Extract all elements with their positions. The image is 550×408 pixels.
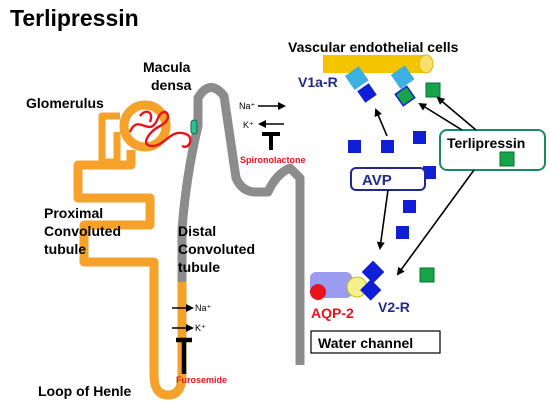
macula-densa-marker (190, 119, 198, 135)
na-ion-label-distal: Na⁺ (239, 101, 256, 111)
avp-to-v1a-arrow (374, 108, 388, 137)
glomerulus-capillaries-icon (128, 110, 192, 148)
proximal-label-2: Convoluted (44, 223, 121, 239)
terli-to-green-arrow (436, 96, 477, 131)
v2-receptor-avp (360, 279, 382, 301)
terlipressin-molecule (425, 82, 441, 98)
v1a-r-label: V1a-R (298, 74, 338, 90)
vessel-end (418, 54, 434, 74)
avp-label: AVP (362, 172, 392, 189)
terli-to-v1a-arrow (418, 102, 463, 131)
distal-label-1: Distal (178, 223, 216, 239)
terlipressin-box-molecule (499, 151, 515, 167)
avp-molecule (403, 200, 416, 213)
aqp2-label: AQP-2 (311, 305, 354, 321)
vessel-body (323, 55, 426, 73)
densa-label: densa (151, 77, 192, 93)
v2-receptor-avp (361, 260, 385, 284)
avp-molecule (423, 166, 436, 179)
v1a-receptor-1 (344, 66, 369, 90)
distal-label-3: tubule (178, 259, 220, 275)
v1a-receptor-2 (390, 65, 415, 89)
glomerulus-label: Glomerulus (26, 95, 104, 111)
water-channel-label: Water channel (318, 335, 413, 351)
k-ion-label-distal: K⁺ (243, 120, 254, 130)
avp-bound-v1a (357, 83, 377, 103)
proximal-label-3: tubule (44, 241, 86, 257)
terlipressin-box (439, 129, 546, 171)
furosemide-label: Furosemide (176, 375, 227, 385)
spironolactone-block-icon (262, 132, 280, 150)
distal-label-2: Convoluted (178, 241, 255, 257)
proximal-tubule-and-loop (73, 150, 187, 400)
water-channel-box (310, 330, 441, 354)
avp-to-v2-arrow (376, 189, 389, 250)
diagram-title: Terlipressin (10, 5, 139, 31)
terlipressin-bound-v1a (394, 85, 416, 107)
terlipressin-molecule (419, 267, 435, 283)
k-ion-label-loop: K⁺ (195, 323, 206, 333)
avp-molecule (381, 140, 394, 153)
spironolactone-label: Spironolactone (240, 155, 306, 165)
v2-r-label: V2-R (378, 299, 410, 315)
glomerulus-vessel (98, 112, 121, 166)
distal-tubule (177, 83, 305, 365)
terlipressin-box-label: Terlipressin (447, 135, 525, 151)
avp-molecule (413, 131, 426, 144)
avp-molecule (396, 226, 409, 239)
loop-of-henle-label: Loop of Henle (38, 383, 132, 399)
vascular-endothelial-label: Vascular endothelial cells (288, 39, 459, 55)
na-ion-label-loop: Na⁺ (195, 303, 212, 313)
macula-label: Macula (143, 59, 191, 75)
furosemide-block-icon (176, 337, 192, 374)
terli-to-v2-arrow (396, 169, 475, 276)
avp-molecule (348, 140, 361, 153)
aqp2-channel-icon (310, 284, 326, 300)
proximal-label-1: Proximal (44, 205, 103, 221)
